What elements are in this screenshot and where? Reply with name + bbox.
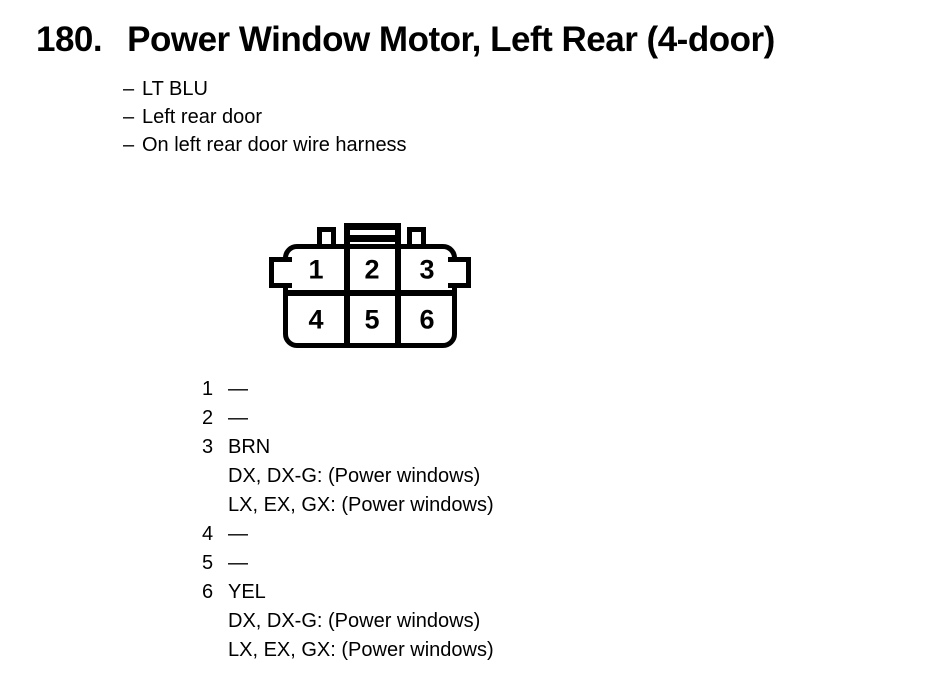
pinout-note: DX, DX-G: (Power windows) xyxy=(228,610,481,632)
pin-number: 2 xyxy=(202,407,214,429)
pin-number: 4 xyxy=(202,523,214,545)
bullet-item: –On left rear door wire harness xyxy=(123,131,407,159)
connector-diagram: 1 2 3 4 5 6 xyxy=(269,223,471,349)
dash-icon: – xyxy=(123,134,135,156)
bullet-text: On left rear door wire harness xyxy=(142,134,407,156)
connector-body xyxy=(283,244,457,348)
page-title: Power Window Motor, Left Rear (4-door) xyxy=(127,20,775,59)
dash-icon: – xyxy=(123,78,135,100)
pin-wire-color: YEL xyxy=(228,581,266,603)
pin-number: 1 xyxy=(202,378,214,400)
pinout-list: 1 — 2 — 3 BRN DX, DX-G: (Power windows) … xyxy=(202,375,494,665)
connector-lock-tab-left-icon xyxy=(317,227,336,249)
connector-grid-line-vertical-2 xyxy=(395,223,401,348)
bullet-text: Left rear door xyxy=(142,106,263,128)
pin-wire-color: BRN xyxy=(228,436,271,458)
connector-cavity-1: 1 xyxy=(308,254,324,285)
pinout-row: 5 — xyxy=(202,549,494,578)
section-number: 180. xyxy=(36,20,103,59)
dash-icon: – xyxy=(123,106,135,128)
pinout-row: 6 YEL xyxy=(202,578,494,607)
connector-cavity-6: 6 xyxy=(419,304,435,335)
pin-wire-color: — xyxy=(228,552,248,574)
bullet-item: –Left rear door xyxy=(123,103,407,131)
connector-cavity-5: 5 xyxy=(364,304,380,335)
pinout-row: 3 BRN xyxy=(202,433,494,462)
connector-ear-right-icon xyxy=(448,257,471,288)
connector-cavity-3: 3 xyxy=(419,254,435,285)
pinout-note: DX, DX-G: (Power windows) xyxy=(228,465,481,487)
connector-center-tab-inner-bar xyxy=(344,235,401,242)
section-title-row: 180. Power Window Motor, Left Rear (4-do… xyxy=(36,20,775,60)
pin-number: 6 xyxy=(202,581,214,603)
connector-cavity-4: 4 xyxy=(308,304,324,335)
pinout-row: 2 — xyxy=(202,404,494,433)
connector-grid-line-vertical-1 xyxy=(344,223,350,348)
connector-lock-tab-right-icon xyxy=(407,227,426,249)
pin-wire-color: — xyxy=(228,378,248,400)
pin-wire-color: — xyxy=(228,407,248,429)
bullet-text: LT BLU xyxy=(142,78,208,100)
pin-number: 3 xyxy=(202,436,214,458)
connector-center-tab-top-bar xyxy=(344,223,401,230)
pinout-row: 4 — xyxy=(202,520,494,549)
pinout-row: 1 — xyxy=(202,375,494,404)
connector-grid-line-horizontal xyxy=(283,290,457,296)
connector-cavity-2: 2 xyxy=(364,254,380,285)
pin-number: 5 xyxy=(202,552,214,574)
pinout-note: LX, EX, GX: (Power windows) xyxy=(228,494,494,516)
pinout-note: LX, EX, GX: (Power windows) xyxy=(228,639,494,661)
connector-ear-left-icon xyxy=(269,257,292,288)
bullet-item: –LT BLU xyxy=(123,75,407,103)
bullet-list: –LT BLU –Left rear door –On left rear do… xyxy=(123,75,407,159)
pin-wire-color: — xyxy=(228,523,248,545)
